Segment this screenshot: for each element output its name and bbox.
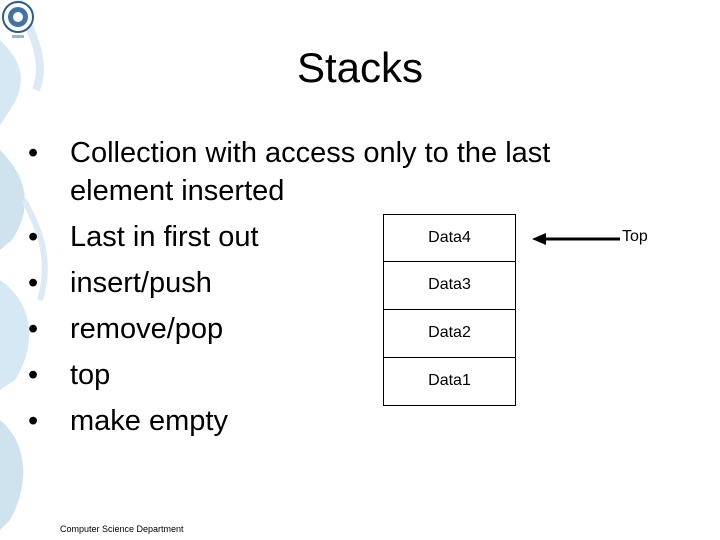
stack-diagram: Data4 Data3 Data2 Data1 xyxy=(383,214,516,406)
bullet-dot: • xyxy=(28,137,39,169)
bullet-item: • remove/pop xyxy=(28,306,550,352)
bullet-text: remove/pop xyxy=(70,313,224,345)
left-arrow-icon xyxy=(532,233,620,245)
bullet-dot: • xyxy=(28,313,39,345)
stack-cell-data1: Data1 xyxy=(383,358,516,406)
slide-title: Stacks xyxy=(296,44,424,91)
bullet-dot: • xyxy=(28,221,39,253)
bullet-dot: • xyxy=(28,359,39,391)
bullet-item: • make empty xyxy=(28,398,550,444)
bullet-text: top xyxy=(70,359,111,391)
bullet-dot: • xyxy=(28,405,39,437)
bullet-item: • insert/push xyxy=(28,260,550,306)
bullet-list: • Collection with access only to the las… xyxy=(28,130,550,444)
university-seal-icon xyxy=(2,1,34,38)
bullet-item: • Last in first out xyxy=(28,214,550,260)
stack-cell-data4: Data4 xyxy=(383,214,516,262)
bullet-text: make empty xyxy=(70,405,228,437)
stack-cell-data3: Data3 xyxy=(383,262,516,310)
bullet-text: Collection with access only to the last xyxy=(70,137,551,169)
bullet-text: Last in first out xyxy=(70,221,259,253)
bullet-item: • Collection with access only to the las… xyxy=(28,130,550,214)
footer-text: Computer Science Department xyxy=(60,524,184,534)
top-pointer-label: Top xyxy=(622,228,648,245)
stack-cell-data2: Data2 xyxy=(383,310,516,358)
bullet-text-continuation: element inserted xyxy=(70,175,285,207)
bullet-item: • top xyxy=(28,352,550,398)
bullet-text: insert/push xyxy=(70,267,212,299)
bullet-dot: • xyxy=(28,267,39,299)
